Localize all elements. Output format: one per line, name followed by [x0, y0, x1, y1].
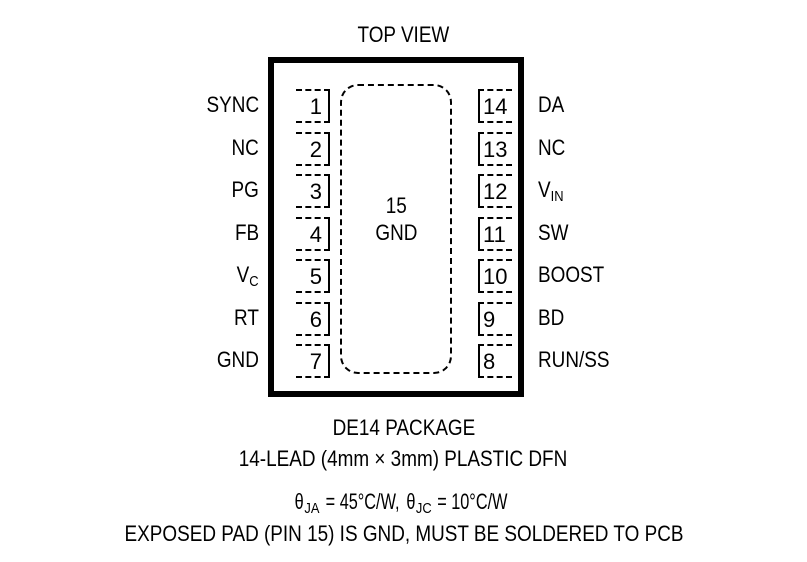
- pin-2-label: NC: [231, 134, 259, 160]
- pin-9-label: BD: [538, 304, 565, 330]
- pin-11-label: SW: [538, 219, 569, 245]
- pin-6-label: RT: [234, 304, 259, 330]
- pin-number: 3: [309, 179, 322, 204]
- pin-number: 4: [309, 221, 322, 247]
- pin-number: 8: [483, 349, 496, 374]
- pin-3-label: PG: [231, 177, 259, 202]
- pin-5-label: VC: [237, 262, 259, 290]
- pin-13-label: NC: [538, 134, 566, 160]
- pin-4-label: FB: [234, 219, 259, 245]
- diagram-title: TOP VIEW: [0, 22, 807, 48]
- exposed-pad-note: EXPOSED PAD (PIN 15) IS GND, MUST BE SOL…: [123, 521, 683, 546]
- pin-6-pad: 6: [296, 301, 330, 336]
- pin-number: 7: [309, 349, 322, 374]
- pin-11-pad: 11: [478, 216, 512, 251]
- pin-8-pad: 8: [478, 344, 512, 378]
- pin-14-label: DA: [538, 92, 565, 117]
- pin-number: 14: [483, 94, 508, 119]
- pad-number: 15: [385, 193, 407, 218]
- title-text: TOP VIEW: [357, 22, 450, 47]
- pin-8-label: RUN/SS: [538, 347, 610, 372]
- pin-10-pad: 10: [478, 259, 512, 293]
- thermal-resistance: θJA = 45°C/W, θJC = 10°C/W: [294, 489, 508, 517]
- pin-2-pad: 2: [296, 131, 330, 166]
- pin-14-pad: 14: [478, 89, 512, 123]
- pin-number: 11: [483, 221, 506, 247]
- pin-4-pad: 4: [296, 216, 330, 251]
- pin-13-pad: 13: [478, 131, 512, 166]
- pin-1-label: SYNC: [206, 92, 259, 117]
- pin-1-pad: 1: [296, 89, 330, 123]
- pin-10-label: BOOST: [538, 262, 605, 287]
- pin-7-label: GND: [216, 347, 259, 372]
- pin-5-pad: 5: [296, 259, 330, 293]
- pin-number: 6: [309, 306, 322, 332]
- pin-number: 2: [309, 136, 322, 162]
- pin-number: 1: [309, 94, 322, 119]
- package-name: DE14 PACKAGE: [332, 415, 475, 440]
- pin-number: 10: [483, 264, 508, 289]
- pin-3-pad: 3: [296, 174, 330, 208]
- pin-12-label: VIN: [538, 177, 564, 205]
- pad-name: GND: [374, 220, 418, 245]
- pin-9-pad: 9: [478, 301, 512, 336]
- pin-number: 5: [309, 264, 322, 289]
- package-description: 14-LEAD (4mm × 3mm) PLASTIC DFN: [239, 446, 568, 471]
- pin-number: 12: [483, 179, 508, 204]
- pin-number: 13: [483, 136, 508, 162]
- pin-number: 9: [483, 306, 496, 332]
- pin-12-pad: 12: [478, 174, 512, 208]
- exposed-pad: [340, 84, 452, 374]
- pin-7-pad: 7: [296, 344, 330, 378]
